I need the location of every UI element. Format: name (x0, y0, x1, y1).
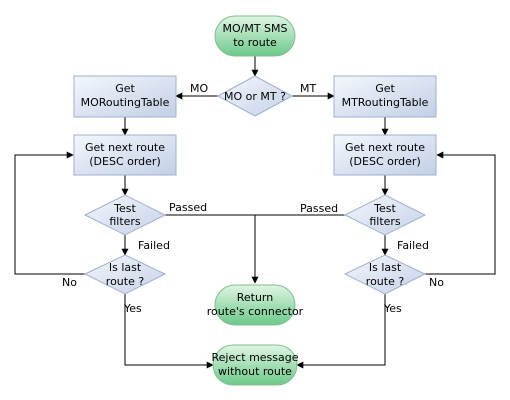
edge-labels: MO MT Passed Passed Failed Failed No No … (62, 82, 444, 315)
node-next-route-left-line-2: (DESC order) (89, 155, 161, 168)
node-next-route-right-line-2: (DESC order) (349, 155, 421, 168)
node-is-last-left-line-1: Is last (109, 261, 142, 274)
edge-label-no-left: No (62, 276, 77, 289)
node-return-connector-line-2: route's connector (207, 305, 304, 318)
edge-label-yes-right: Yes (383, 302, 402, 315)
node-is-last-right-line-2: route ? (366, 275, 405, 288)
edge-label-mo: MO (190, 82, 208, 95)
node-reject: Reject message without route (211, 344, 299, 386)
node-reject-line-1: Reject message (211, 351, 298, 364)
edge-label-no-right: No (429, 276, 444, 289)
svg-text:MO/MT SMS: MO/MT SMS (222, 22, 287, 35)
node-is-last-right-line-1: Is last (369, 261, 402, 274)
node-return-connector: Return route's connector (207, 284, 304, 326)
node-get-mo-table: Get MORoutingTable (73, 75, 177, 118)
node-next-route-left-line-1: Get next route (85, 141, 165, 154)
node-is-last-right: Is last route ? (343, 254, 427, 295)
edge-yes-right-to-reject (296, 294, 386, 369)
edge-label-passed-right: Passed (300, 202, 338, 215)
edge-no-loop-right (425, 151, 496, 275)
node-start-line-1: MO/MT SMS (222, 22, 287, 35)
edge-label-mt: MT (300, 82, 316, 95)
node-get-mt-table: Get MTRoutingTable (333, 75, 437, 118)
edge-label-passed-left: Passed (169, 201, 207, 214)
node-test-filters-left-line-2: filters (109, 215, 141, 228)
node-is-last-left: Is last route ? (83, 254, 167, 295)
edge-label-yes-left: Yes (123, 302, 142, 315)
svg-text:to route: to route (233, 36, 277, 49)
node-get-mt-table-line-1: Get (375, 82, 395, 95)
node-test-filters-right-line-1: Test (373, 202, 396, 215)
node-start: MO/MT SMS to route (214, 15, 296, 57)
node-test-filters-right-line-2: filters (369, 215, 401, 228)
edge-label-failed-right: Failed (397, 239, 429, 252)
edge-no-loop-left (14, 151, 85, 275)
node-reject-line-2: without route (218, 365, 292, 378)
node-next-route-left: Get next route (DESC order) (73, 134, 177, 176)
node-get-mt-table-line-2: MTRoutingTable (342, 96, 429, 109)
node-next-route-right: Get next route (DESC order) (333, 134, 437, 176)
node-decision-mo-mt-label: MO or MT ? (224, 90, 286, 103)
node-get-mo-table-line-1: Get (115, 82, 135, 95)
node-decision-mo-mt: MO or MT ? (216, 75, 294, 117)
node-get-mo-table-line-2: MORoutingTable (81, 96, 170, 109)
connectors (14, 56, 496, 369)
node-is-last-left-line-2: route ? (106, 275, 145, 288)
node-start-line-2: to route (233, 36, 277, 49)
node-test-filters-left: Test filters (83, 194, 167, 236)
node-test-filters-right: Test filters (343, 194, 427, 236)
edge-yes-left-to-reject (124, 294, 214, 369)
node-test-filters-left-line-1: Test (113, 202, 136, 215)
edge-label-failed-left: Failed (138, 239, 170, 252)
node-next-route-right-line-1: Get next route (345, 141, 425, 154)
node-return-connector-line-1: Return (237, 291, 274, 304)
